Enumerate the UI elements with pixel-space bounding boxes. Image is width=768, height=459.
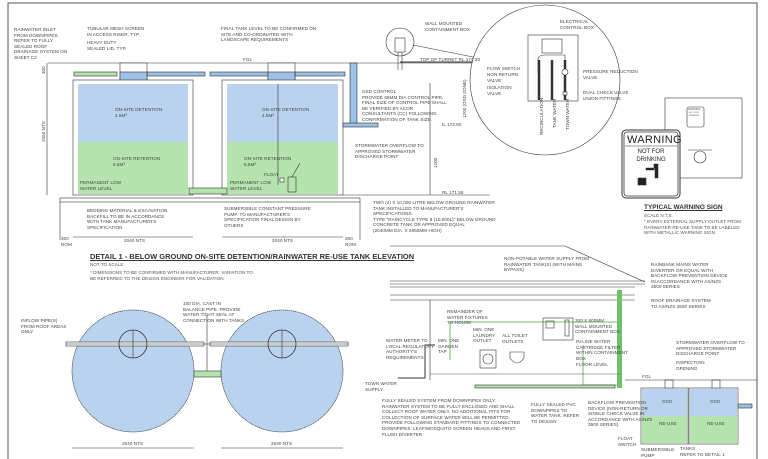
reuse-label-2: RE-USE [707, 421, 725, 426]
schematic-overflow-label: STORMWATER OVERFLOW TO APPROVED STORMWAT… [676, 340, 745, 357]
plwl-label-1: PERMANENT LOW WATER LEVEL [80, 180, 122, 191]
pump [287, 176, 297, 193]
float-switch-label: FLOAT SWITCH [618, 436, 637, 447]
plumbing-schematic [390, 245, 757, 445]
union-fittings-label: UNION FITTINGS [583, 96, 621, 101]
containment-box [394, 37, 406, 53]
pvc-downpipe-label: FULLY SEALED PVC DOWNPIPES TO WATER TANK… [531, 402, 580, 424]
inlet-pipe [73, 71, 118, 77]
floor-level-label: FLOOR LEVEL [576, 362, 608, 367]
plan-dimension-2: 2040 NTS [271, 441, 293, 446]
dual-check-label: DUAL CHECK VALVE [583, 90, 629, 95]
detention-label-2: ON-SITE DETENTION 4.5m³ [262, 107, 310, 118]
gap-dimension-2: 300 NOM [345, 236, 356, 247]
rainbank-label: RAINBANK MAINS WATER DIVERTER OR EQUAL W… [651, 262, 728, 290]
backflow-label: BACKFLOW PREVENTION DEVICE (NON-RETURN O… [588, 400, 653, 428]
connecting-pipe [146, 71, 206, 77]
pipe-label-tank-water: TANK WATER [552, 98, 557, 128]
wall-mounted-box-label: WALL MOUNTED CONTAINMENT BOX [425, 21, 470, 32]
containment-box-label: 300 x 600mm WALL MOUNTED CONTAINMENT BOX [575, 318, 620, 335]
flow-switch-label: FLOW SWITCH [487, 66, 521, 71]
width-dimension-2: 2040 NTS [272, 238, 294, 243]
valve-detail-circle [469, 4, 621, 156]
mini-warning-heading: WARNING [688, 108, 701, 111]
prv-label: PRESSURE REDUCTION VALVE [583, 69, 638, 80]
osd-height-dimension: 1200 [433, 157, 438, 168]
schematic-fgl-label: FGL [642, 374, 652, 379]
laundry-label: MIN. ONE LAUNDRY OUTLET [473, 327, 496, 344]
mini-warning-text: NOT FOR DRINKING [689, 112, 700, 117]
height-dimension: 2050 NTS [41, 121, 46, 142]
width-dimension-1: 2040 NTS [124, 238, 146, 243]
warning-text: NOT FOR DRINKING [636, 149, 666, 163]
remainder-label: REMAINDER OF WATER FIXTURES TO HOUSE [447, 309, 488, 326]
plan-dimension-1: 2040 NTS [122, 441, 144, 446]
inlet-label: RAINWATER INLET FROM DOWNPIPES. REFER TO… [14, 27, 68, 60]
sealed-lid-label: HEAVY DUTY SEALED LID, TYP. [87, 40, 127, 51]
final-tank-level-label: FINAL TANK LEVEL TO BE CONFIRMED ON SITE… [221, 26, 317, 43]
mesh-screen-label: TUBULAR MESH SCREEN IN ACCESS RISER, TYP… [87, 26, 145, 37]
osd-label-2: OSD [710, 399, 721, 404]
detail-1-scale: NOT TO SCALE [90, 262, 124, 267]
roof-drainage-label: ROOF DRAINAGE SYSTEM TO AS/NZS 3500 SERI… [651, 298, 711, 309]
balance-pipe-plan [193, 370, 222, 378]
tank-plan-2 [220, 309, 344, 433]
isolation-valve-label: ISOLATION VALVE [487, 85, 512, 96]
water-meter-label: WATER METER TO LOCAL REGULATORY AUTHORIT… [386, 338, 435, 360]
fgl-label: FGL [243, 57, 253, 62]
elevation-view [46, 27, 490, 240]
overflow-label: STORMWATER OVERFLOW TO APPROVED STORMWAT… [355, 143, 424, 160]
osd-control-label: OSD CONTROL PROVIDE 65mm DIA CONTROL PIP… [362, 89, 447, 122]
garden-tap-label: MIN. ONE GARDEN TAP [438, 338, 460, 355]
warning-sign-scale: SCALE N.T.S. [644, 213, 673, 218]
bedding-label: BEDDING MATERIAL & EXCAVATION BACKFILL T… [87, 208, 168, 230]
osd-label-1: OSD [662, 399, 673, 404]
top-dimension: 300 [41, 66, 46, 74]
electrical-box-label: ELECTRICAL CONTROL BOX [560, 19, 594, 30]
retention-label-1: ON-SITE RETENTION 6.5m³ [113, 156, 161, 167]
top-turret-label: TOP OF TURRET RL 174.30 [420, 57, 481, 62]
retention-label-2: ON-SITE RETENTION 6.5m³ [244, 156, 292, 167]
tanks-reference-label: TANKS REFER TO DETAIL 1 [680, 446, 725, 457]
osd-zone-dimension: 1200 (OSD ZONE) [462, 79, 467, 118]
warning-sign-graphic [621, 97, 743, 199]
town-water-label: TOWN WATER SUPPLY [365, 381, 397, 392]
balance-pipe-label: 100 DIA. CAST IN BALANCE PIPE. PROVIDE W… [183, 301, 245, 323]
warning-sign-title: TYPICAL WARNING SIGN [644, 204, 723, 211]
toilet-label: ALL TOILET OUTLETS [502, 333, 528, 344]
filter-label: IN-LINE WATER CARTRIDGE FILTER WITHIN CO… [576, 339, 628, 361]
detail-1-note: * DIMENSIONS TO BE CONFIRMED WITH MANUFA… [90, 270, 253, 281]
non-potable-label: NON-POTABLE WATER SUPPLY FROM RAINWATER … [504, 256, 590, 273]
detail-1-title: DETAIL 1 - BELOW GROUND ON-SITE DETENTIO… [90, 252, 415, 261]
balance-pipe [188, 187, 228, 195]
pump-label: SUBMERSIBLE CONSTANT PRESSURE PUMP. TO M… [224, 206, 311, 228]
sealed-system-note: FULLY SEALED SYSTEM FROM DOWNPIPES ONLY.… [382, 398, 521, 437]
float-label: FLOAT [264, 172, 279, 177]
sheet-border [7, 2, 758, 459]
rl-label: RL 171.55 [442, 190, 464, 195]
float [279, 177, 285, 183]
warning-heading: WARNING [627, 134, 682, 146]
submersible-pump-label: SUBMERSIBLE PUMP [641, 447, 675, 458]
non-return-valve-label: NON RETURN VALVE [487, 72, 519, 83]
plan-view [65, 309, 349, 449]
reuse-label-1: RE-USE [659, 421, 677, 426]
plwl-label-2: PERMANENT LOW WATER LEVEL [230, 180, 272, 191]
gap-dimension-1: 300 NOM [61, 236, 72, 247]
il-label: IL 172.50 [442, 122, 462, 127]
tanks-spec-label: TWO (2) x 10,000 litre BELOW GROUND RAIN… [373, 200, 496, 233]
tank-plan-1 [71, 309, 195, 433]
overflow-pipe [349, 62, 358, 126]
inflow-label: INFLOW PIPE(S) FROM ROOF AREAS ONLY [21, 318, 67, 335]
base-slab [59, 197, 361, 203]
detention-label-1: ON-SITE DETENTION 4.5m³ [115, 107, 163, 118]
inspection-opening-label: INSPECTION OPENING [676, 360, 705, 371]
warning-sign-note: * EVERY EXTERNAL SUPPLY OUTLET FROM RAIN… [644, 219, 741, 236]
pipe-label-town-water: TOWN WATER [565, 98, 570, 130]
pipe-label-recirculation: RECIRCULATION [539, 97, 544, 135]
